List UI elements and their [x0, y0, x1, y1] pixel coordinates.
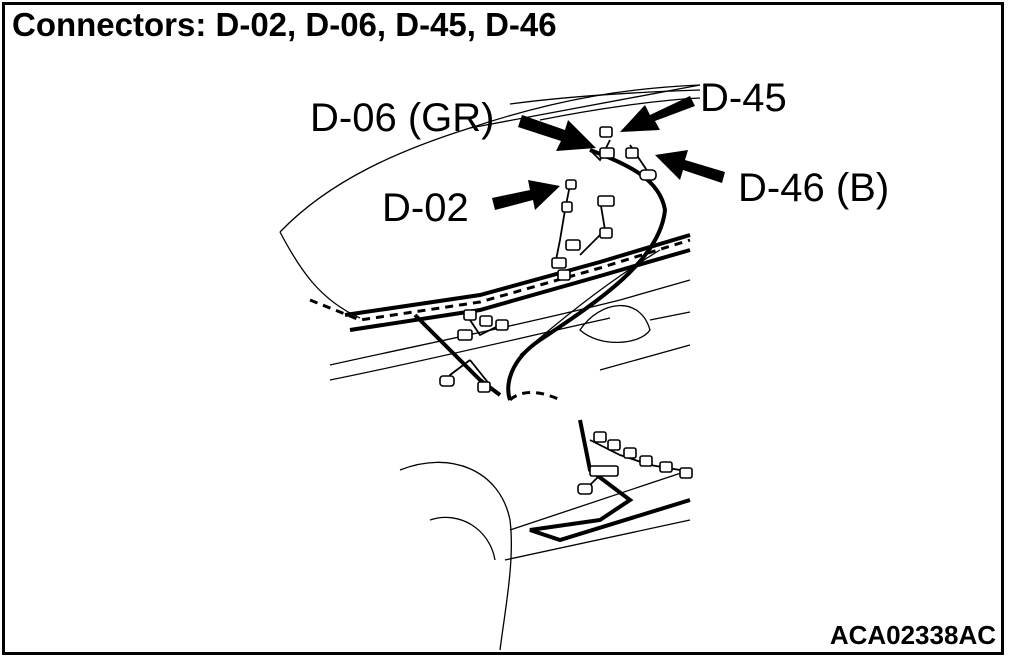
- callout-arrows: [492, 96, 725, 210]
- arrow-d45: [620, 96, 695, 132]
- connector-block: [593, 431, 607, 443]
- callout-label-d45: D-45: [700, 76, 787, 120]
- callout-label-d46: D-46 (B): [738, 166, 890, 210]
- connector-blocks: [439, 126, 693, 495]
- connector-block: [561, 201, 573, 213]
- connector-block: [565, 239, 581, 251]
- harness-conduit: [309, 238, 691, 402]
- connector-block: [597, 195, 615, 207]
- connector-block: [599, 227, 613, 239]
- connector-block: [577, 483, 593, 495]
- connector-block: [607, 439, 621, 451]
- connector-block: [463, 309, 477, 321]
- connector-block: [639, 169, 657, 181]
- connector-block: [439, 375, 455, 387]
- connector-block: [625, 147, 639, 159]
- connector-block: [477, 381, 491, 393]
- connector-block: [589, 465, 619, 477]
- connector-block: [599, 147, 615, 159]
- connector-block: [551, 257, 567, 269]
- connector-block: [599, 126, 613, 138]
- connector-block: [679, 467, 693, 479]
- connector-block: [479, 315, 493, 327]
- connector-block: [659, 461, 673, 473]
- connector-block: [457, 329, 473, 341]
- arrow-d46: [655, 150, 725, 183]
- diagram-title: Connectors: D-02, D-06, D-45, D-46: [12, 6, 557, 43]
- arrow-d02: [492, 180, 560, 210]
- callout-label-d02: D-02: [382, 186, 469, 230]
- connector-block: [639, 455, 653, 467]
- arrow-d06: [518, 115, 596, 151]
- harness-branches: [444, 139, 681, 491]
- connector-block: [557, 269, 571, 281]
- connector-block: [565, 179, 577, 190]
- connector-block: [623, 447, 637, 459]
- callout-label-d06: D-06 (GR): [310, 96, 495, 140]
- connector-block: [495, 319, 509, 331]
- figure-code: ACA02338AC: [829, 620, 996, 650]
